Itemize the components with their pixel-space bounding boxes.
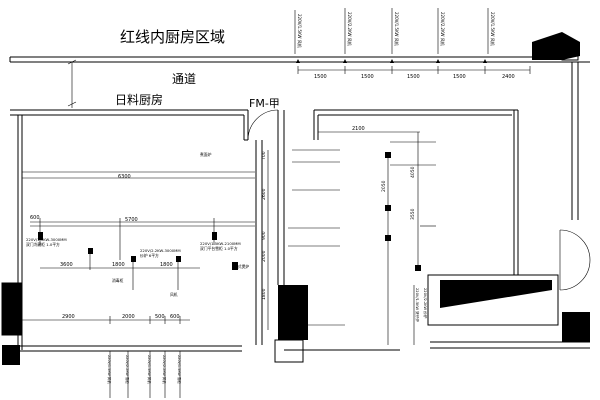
svg-text:220V/1.5KW 风机: 220V/1.5KW 风机 <box>394 12 400 46</box>
dim-1800-v: 1800 <box>261 288 267 300</box>
bottom-dims <box>22 316 190 398</box>
note-5: 台式煲炉 <box>234 264 249 269</box>
svg-text:220V/2.2KW 风机: 220V/2.2KW 风机 <box>347 12 353 46</box>
middle-wall <box>255 110 400 363</box>
dim-2000: 2000 <box>122 314 135 320</box>
svg-text:220V/2.2KW 风机: 220V/2.2KW 风机 <box>162 355 167 384</box>
dim-5700: 5700 <box>125 217 138 223</box>
svg-text:220V/2.2KW 风机: 220V/2.2KW 风机 <box>440 12 446 46</box>
bottom-callouts: 220V/1.5KW 风机 220V/2.2KW 雪柜 220V/1.5KW 风… <box>107 355 182 384</box>
dim-top-1: 1500 <box>314 74 327 80</box>
svg-text:220V/1.5KW 风机: 220V/1.5KW 风机 <box>297 14 303 48</box>
dim-6300: 6300 <box>118 174 131 180</box>
dim-2050: 2050 <box>381 180 387 192</box>
dim-top-5: 2400 <box>502 74 515 80</box>
dim-top-3: 1500 <box>407 74 420 80</box>
note-4: 风机 <box>170 292 178 297</box>
lower-right-callouts: 220V/1.5KW 煲仔炉 220V/2.2KW 炒炉 <box>413 285 428 345</box>
corridor-label: 通道 <box>172 72 196 86</box>
top-dim-chain <box>296 59 531 74</box>
svg-text:220V/1.5KW 雪柜: 220V/1.5KW 雪柜 <box>177 355 182 384</box>
svg-text:220V/2.2KW 炒炉: 220V/2.2KW 炒炉 <box>423 288 428 319</box>
left-columns <box>1 282 23 365</box>
right-door <box>559 229 591 291</box>
right-callouts <box>288 141 436 326</box>
svg-text:220V/1.5KW 风机: 220V/1.5KW 风机 <box>107 355 112 384</box>
fire-door <box>247 109 279 141</box>
svg-text:220V/1.5KW 风机: 220V/1.5KW 风机 <box>147 355 152 384</box>
right-dims <box>385 132 421 345</box>
dim-2600: 2600 <box>261 188 267 200</box>
note-2: 双门平台雪柜 1.0平方 <box>200 246 238 251</box>
dim-1800-a: 1800 <box>112 262 125 268</box>
svg-text:220V/2.2KW 雪柜: 220V/2.2KW 雪柜 <box>125 355 130 384</box>
left-outlets <box>38 232 238 270</box>
dim-4050: 4050 <box>410 166 416 178</box>
note-fan: 双门冷藏柜 1.0平方 <box>26 242 60 247</box>
right-room-walls <box>313 109 519 276</box>
svg-text:220V/1.5KW 风机: 220V/1.5KW 风机 <box>490 12 496 46</box>
note-stove: 炒炉 6平方 <box>140 253 159 258</box>
note-3: 消毒柜 <box>112 278 124 283</box>
left-dims <box>22 171 255 290</box>
dim-top-4: 1500 <box>453 74 466 80</box>
dim-700: 700 <box>261 151 267 160</box>
dim-500: 500 <box>155 314 165 320</box>
dim-tick <box>67 59 77 65</box>
dim-2000-v: 2000 <box>261 250 267 262</box>
dim-3550: 3550 <box>410 208 416 220</box>
dim-1800-b: 1800 <box>160 262 173 268</box>
dim-600: 600 <box>30 215 40 221</box>
corridor-band <box>9 56 572 63</box>
right-equipment <box>427 274 590 349</box>
dim-2900: 2900 <box>62 314 75 320</box>
note-gas-b: 220V/2.2KW-3000MM <box>140 248 181 253</box>
note-6: 煮面炉 <box>200 152 212 157</box>
zone-title: 红线内厨房区域 <box>120 28 225 46</box>
door-tag: FM-甲 <box>249 97 280 110</box>
dim-900: 900 <box>261 231 267 240</box>
dim-top-2: 1500 <box>361 74 374 80</box>
left-room-walls <box>10 109 249 352</box>
dim-3600: 3600 <box>60 262 73 268</box>
note-gas-a: 220V/1.5KW-3000MM <box>26 237 67 242</box>
svg-text:220V/1.5KW 煲仔炉: 220V/1.5KW 煲仔炉 <box>415 288 420 322</box>
top-callouts: 220V/1.5KW 风机 220V/2.2KW 风机 220V/1.5KW 风… <box>294 8 496 54</box>
dim-2100: 2100 <box>352 126 365 132</box>
room-name: 日料厨房 <box>115 92 163 107</box>
dim-600-b: 600 <box>170 314 180 320</box>
note-1: 220V/1.5KW-2100MM <box>200 241 241 246</box>
dim-tick <box>67 101 77 107</box>
top-right-column <box>532 32 590 220</box>
